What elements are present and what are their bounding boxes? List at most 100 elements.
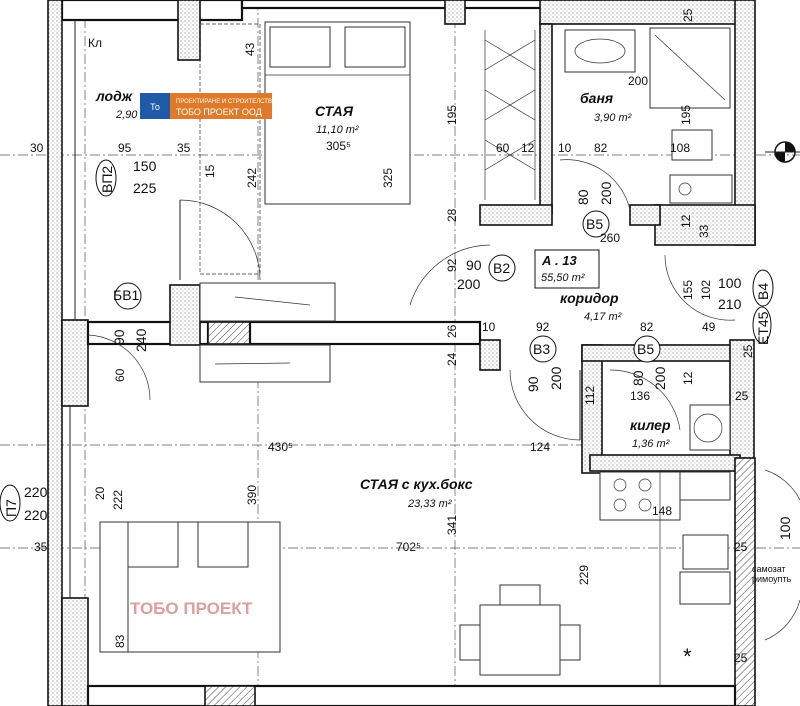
- living-name: СТАЯ с кух.бокс: [360, 476, 473, 492]
- dim-label: 222: [111, 490, 125, 510]
- self-closing-note: римоупть: [752, 574, 792, 584]
- dim-label: 325: [381, 168, 395, 188]
- dim-label: 60: [113, 368, 127, 382]
- dim-label: 35: [177, 141, 191, 155]
- smoke-symbol: *: [683, 644, 692, 669]
- dim-label: 25: [735, 389, 749, 403]
- furniture: [99, 21, 733, 686]
- dim-label: 82: [640, 320, 654, 334]
- dim-label: 195: [679, 105, 693, 125]
- dim-label: 100: [718, 275, 742, 291]
- logo-mark: То: [150, 102, 160, 112]
- dim-label: 92: [536, 320, 550, 334]
- dim-label: 28: [445, 208, 459, 222]
- dim-label: 12: [679, 214, 693, 228]
- walls: [47, 0, 756, 706]
- dim-label: 430⁵: [268, 440, 293, 454]
- vertical-dimension-labels: 43 15 242 325 195 28 195 12 33 80 200 92…: [93, 8, 793, 648]
- dim-label: 150: [133, 158, 157, 174]
- dim-label: 229: [577, 565, 591, 585]
- loggia-area: 2,90: [115, 109, 138, 121]
- tag-v2: B2: [493, 260, 510, 276]
- dim-label: 60: [496, 141, 510, 155]
- dim-label: 25: [681, 8, 695, 22]
- door-swings: [87, 159, 800, 641]
- tag-circles: [0, 159, 774, 522]
- dim-label: 102: [699, 280, 713, 300]
- dim-label: 200: [652, 366, 668, 390]
- bath-area: 3,90 m²: [594, 112, 632, 124]
- dim-label: 124: [530, 440, 550, 454]
- tag-v3: B3: [533, 341, 550, 357]
- dim-label: 112: [583, 386, 597, 405]
- dim-label: 136: [630, 389, 650, 403]
- watermark: ТОБО ПРОЕКТ: [130, 599, 253, 618]
- tag-bv1: БВ1: [113, 287, 140, 303]
- dim-label: 20: [93, 486, 107, 500]
- tag-p7: П7: [3, 499, 19, 517]
- pantry-name: килер: [630, 417, 671, 433]
- living-area: 23,33 m²: [407, 498, 452, 510]
- dim-label: 80: [575, 189, 591, 205]
- room-labels: лодж 2,90 СТАЯ 11,10 m² 305⁵ баня 3,90 m…: [95, 88, 671, 618]
- dim-label: 260: [600, 231, 620, 245]
- dim-label: 43: [243, 42, 257, 56]
- dim-label: 155: [681, 280, 695, 300]
- dim-label: 200: [628, 74, 648, 88]
- unit-area: 55,50 m²: [541, 272, 585, 284]
- dim-label: 220: [24, 484, 48, 500]
- dim-label: 341: [445, 515, 459, 535]
- corridor-area: 4,17 m²: [584, 311, 622, 323]
- dim-label: 95: [118, 141, 132, 155]
- dim-label: 92: [445, 258, 459, 272]
- tag-v4: В4: [755, 283, 771, 300]
- dim-label: 24: [445, 352, 459, 366]
- tag-v5b: B5: [637, 341, 654, 357]
- dim-label: 100: [777, 516, 793, 540]
- tag-vp2: ВП2: [99, 166, 115, 193]
- logo-subtitle: ПРОЕКТИРАНЕ И СТРОИТЕЛСТВО: [176, 99, 277, 105]
- axis-marker-icon: [765, 141, 800, 163]
- tag-v5a: B5: [586, 216, 603, 232]
- dim-label: 12: [681, 371, 695, 385]
- dim-label: 390: [245, 485, 259, 505]
- dim-label: 195: [445, 105, 459, 125]
- dim-label: 242: [245, 168, 259, 188]
- dim-label: 200: [548, 366, 564, 390]
- dim-label: 12: [521, 141, 535, 155]
- dim-label: 10: [482, 320, 496, 334]
- bedroom-name: СТАЯ: [315, 103, 354, 119]
- bedroom-area: 11,10 m²: [316, 124, 359, 136]
- company-logo: То ПРОЕКТИРАНЕ И СТРОИТЕЛСТВО ТОБО ПРОЕК…: [140, 93, 277, 119]
- dim-label: 200: [457, 276, 481, 292]
- dimension-labels: 30 95 35 150 225 200 60 12 10 82 108 260…: [24, 74, 792, 665]
- dim-label: 90: [525, 376, 541, 392]
- dim-label: 25: [741, 344, 755, 358]
- dim-label: 702⁵: [396, 540, 421, 554]
- tag-et45: ЕТ45: [755, 311, 771, 345]
- loggia-name: лодж: [95, 88, 133, 104]
- dim-label: 108: [670, 141, 690, 155]
- self-closing-note: самозат: [752, 564, 786, 574]
- dim-label: 148: [652, 504, 672, 518]
- logo-name: ТОБО ПРОЕКТ ООД: [176, 107, 262, 117]
- dim-label: 30: [30, 141, 44, 155]
- dim-label: 80: [630, 370, 646, 386]
- tag-kl: Кл: [88, 36, 102, 50]
- dim-label: 225: [133, 180, 157, 196]
- pantry-area: 1,36 m²: [632, 438, 670, 450]
- dim-label: 90: [466, 257, 482, 273]
- dim-label: 25: [734, 540, 748, 554]
- dim-label: 220: [24, 507, 48, 523]
- dim-label: 83: [113, 634, 127, 648]
- bath-name: баня: [580, 90, 613, 106]
- dim-label: 26: [445, 324, 459, 338]
- unit-label: А . 13: [541, 253, 577, 268]
- bedroom-width: 305⁵: [326, 139, 351, 153]
- dim-label: 200: [598, 181, 614, 205]
- dim-label: 82: [594, 141, 608, 155]
- dim-label: 240: [133, 328, 149, 352]
- dim-label: 33: [697, 224, 711, 238]
- dim-label: 25: [734, 651, 748, 665]
